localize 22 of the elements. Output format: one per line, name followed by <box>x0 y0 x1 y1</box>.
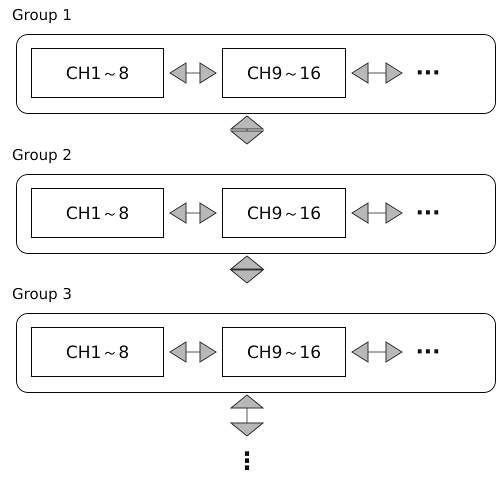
channel-box: CH1～8 <box>31 48 164 98</box>
double-arrow <box>170 62 216 84</box>
ellipsis: ··· <box>408 48 448 98</box>
group-heading: Group 2 <box>12 146 72 164</box>
ellipsis: ··· <box>408 327 448 377</box>
double-arrow <box>352 62 402 84</box>
double-arrow <box>230 256 264 284</box>
group-heading: Group 1 <box>12 6 72 24</box>
double-arrow <box>230 116 264 144</box>
channel-box: CH1～8 <box>31 327 164 377</box>
double-arrow <box>352 202 402 224</box>
double-arrow <box>170 342 216 362</box>
channel-box: CH1～8 <box>31 188 164 238</box>
channel-box: CH9～16 <box>222 188 346 238</box>
double-arrow <box>230 394 264 436</box>
double-arrow <box>170 202 216 224</box>
group-heading: Group 3 <box>12 285 72 303</box>
ellipsis: ··· <box>408 188 448 238</box>
channel-box: CH9～16 <box>222 327 346 377</box>
double-arrow <box>352 342 402 362</box>
channel-box: CH9～16 <box>222 48 346 98</box>
vertical-ellipsis: ⋮ <box>237 438 257 483</box>
